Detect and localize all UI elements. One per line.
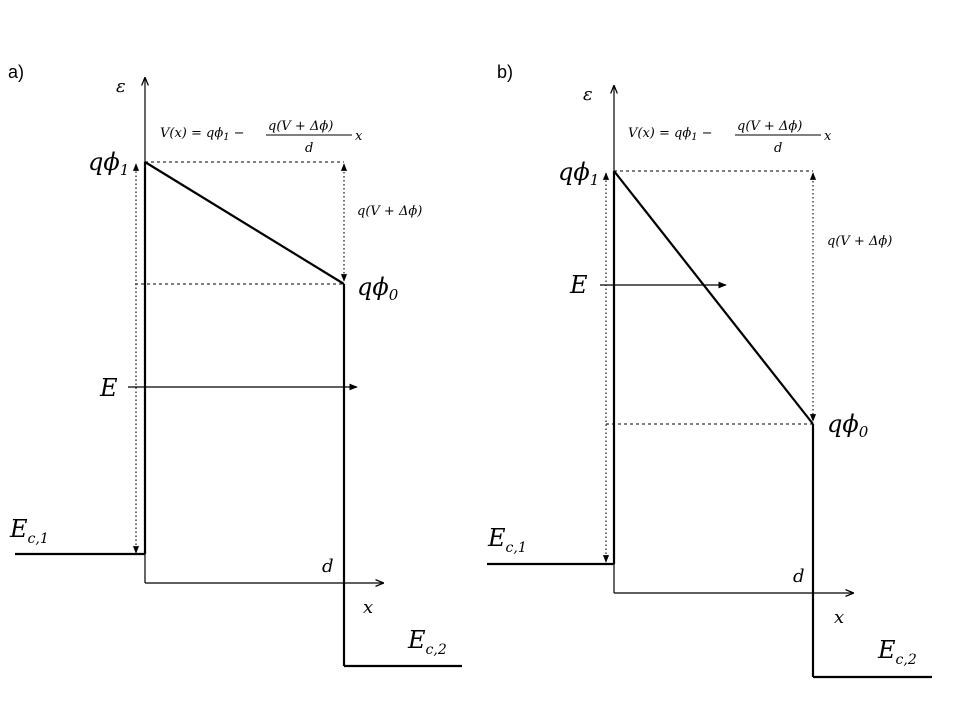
q-phi0-label-a: qϕ0	[357, 273, 399, 304]
q-phi1-label-a: qϕ1	[88, 148, 129, 179]
d-label-a: d	[322, 556, 334, 577]
barrier-slope-a	[144, 161, 345, 285]
panel-b: b) ε x d E qϕ1 qϕ0 q(V + Δϕ) Ec,1	[487, 62, 932, 679]
panel-a: a) ε x d E qϕ1 qϕ0 q(V + Δϕ) Ec,1	[8, 62, 462, 668]
q-phi0-label-b: qϕ0	[827, 410, 869, 441]
barrier-slope-b	[613, 170, 814, 425]
svg-text:Ec,1: Ec,1	[9, 515, 49, 547]
d-label-b: d	[793, 566, 805, 587]
svg-text:Ec,2: Ec,2	[877, 636, 917, 668]
panel-b-label: b)	[497, 62, 513, 82]
ec2-label-b: Ec,2	[877, 636, 917, 668]
x-axis-label-b: x	[834, 607, 844, 628]
ec2-label-a: Ec,2	[407, 626, 447, 658]
svg-text:q(V + Δϕ): q(V + Δϕ)	[737, 119, 802, 134]
svg-text:q(V + Δϕ): q(V + Δϕ)	[268, 119, 333, 134]
panel-a-label: a)	[8, 62, 24, 82]
energy-axis-label-a: ε	[116, 76, 126, 97]
svg-text:d: d	[774, 141, 782, 156]
q-phi1-label-b: qϕ1	[558, 158, 599, 189]
energy-axis-label-b: ε	[583, 84, 593, 105]
svg-text:qϕ0: qϕ0	[827, 410, 869, 441]
svg-text:qϕ1: qϕ1	[88, 148, 129, 179]
svg-text:x: x	[355, 129, 363, 144]
ec1-label-a: Ec,1	[9, 515, 49, 547]
delta-label-b: q(V + Δϕ)	[827, 234, 892, 249]
x-axis-label-a: x	[363, 597, 373, 618]
potential-equation-a: V(x) = qϕ1− q(V + Δϕ) d x	[160, 119, 363, 156]
field-label-b: E	[569, 271, 588, 299]
svg-text:x: x	[824, 129, 832, 144]
svg-text:Ec,1: Ec,1	[487, 524, 527, 556]
svg-text:V(x) = qϕ1−: V(x) = qϕ1−	[628, 126, 713, 143]
svg-text:V(x) = qϕ1−: V(x) = qϕ1−	[160, 126, 245, 143]
field-label-a: E	[99, 374, 118, 402]
svg-text:qϕ1: qϕ1	[558, 158, 599, 189]
svg-text:Ec,2: Ec,2	[407, 626, 447, 658]
delta-label-a: q(V + Δϕ)	[357, 204, 422, 219]
ec1-label-b: Ec,1	[487, 524, 527, 556]
svg-text:qϕ0: qϕ0	[357, 273, 399, 304]
svg-text:d: d	[305, 141, 313, 156]
potential-equation-b: V(x) = qϕ1− q(V + Δϕ) d x	[628, 119, 832, 156]
